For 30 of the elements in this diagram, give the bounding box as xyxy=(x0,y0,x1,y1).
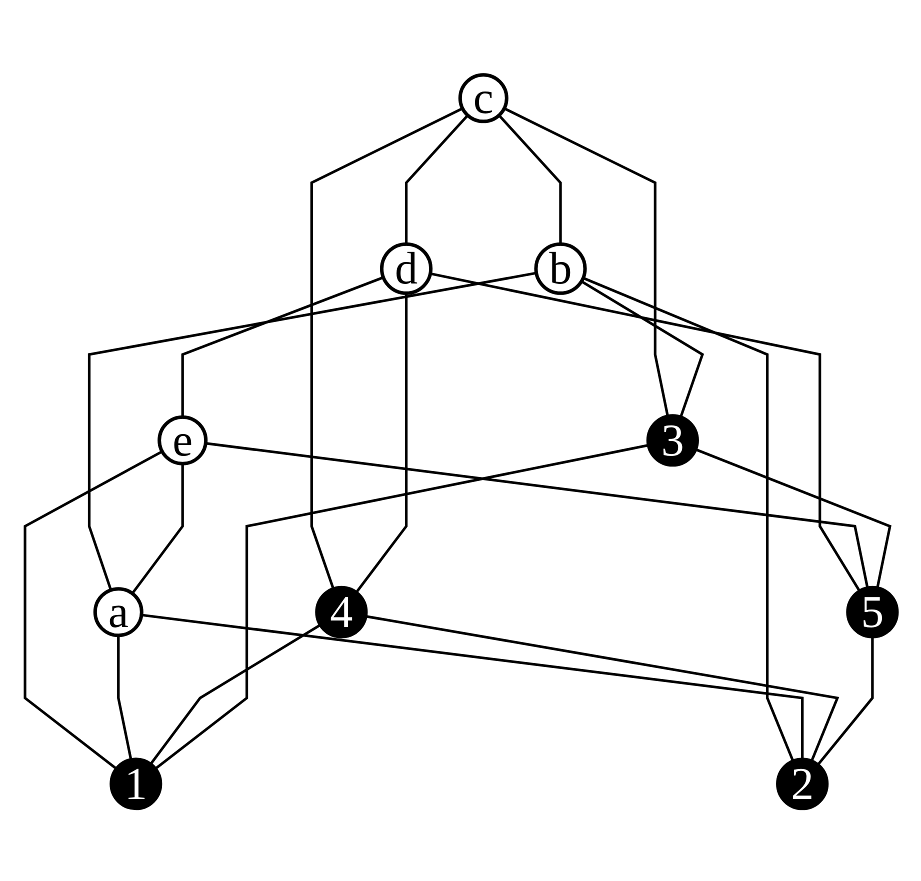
node-circle: d xyxy=(379,242,432,294)
connector xyxy=(116,634,132,760)
connector xyxy=(149,623,321,764)
node-circle: e xyxy=(157,414,208,465)
connector xyxy=(503,106,669,416)
connector xyxy=(694,448,891,588)
connector xyxy=(154,443,648,770)
connector xyxy=(430,272,860,592)
node-circle: 4 xyxy=(314,585,368,638)
connector xyxy=(87,271,536,590)
connector xyxy=(310,106,463,589)
connector xyxy=(364,614,839,762)
connector xyxy=(816,636,874,766)
connector xyxy=(180,276,384,417)
node-circle: 5 xyxy=(846,585,898,638)
node-circle: 3 xyxy=(646,414,698,466)
connector xyxy=(23,450,162,770)
node-circle: b xyxy=(534,242,586,294)
connector xyxy=(580,280,704,418)
connector xyxy=(582,276,794,762)
connector xyxy=(354,292,408,593)
node-circle: a xyxy=(92,586,143,637)
node-circle: c xyxy=(458,72,508,123)
connector xyxy=(498,114,562,244)
connector xyxy=(130,463,184,594)
connector xyxy=(205,442,868,588)
connector xyxy=(404,114,468,244)
node-circle: 1 xyxy=(109,757,162,810)
node-circle: 2 xyxy=(776,757,828,810)
connector xyxy=(140,613,804,759)
